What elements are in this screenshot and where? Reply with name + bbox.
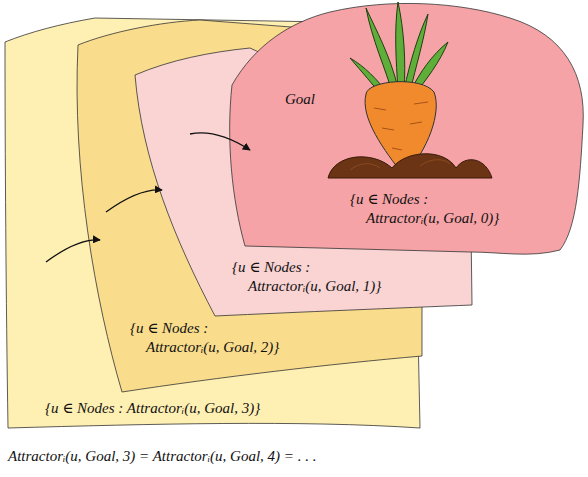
goal-region: Goal {u ∈ Nodes : Attractorᵢ(u, Goal, 0)} [205,0,588,258]
region-title: Goal [285,90,315,109]
set-label: {u ∈ Nodes : Attractorᵢ(u, Goal, 3)} [45,399,260,418]
attractor-region: {u ∈ Nodes : Attractorᵢ(u, Goal, 1)} Goal… [130,45,475,320]
set-label: {u ∈ Nodes : Attractorᵢ(u, Goal, 0)} [350,190,502,228]
fixpoint-note: Attractorᵢ(u, Goal, 3) = Attractorᵢ(u, G… [8,447,316,466]
attractor-region: {u ∈ Nodes : Attractorᵢ(u, Goal, 2)} {u ∈… [75,18,425,394]
set-label: {u ∈ Nodes : Attractorᵢ(u, Goal, 2)} [130,319,282,357]
attractor-region: {u ∈ Nodes : Attractorᵢ(u, Goal, 3)} {u ∈… [5,15,420,430]
note-holder: Attractorᵢ(u, Goal, 3) = Attractorᵢ(u, G… [8,447,316,466]
region-outline [230,3,584,254]
attractor-region-outline [5,15,420,430]
set-label: {u ∈ Nodes : Attractorᵢ(u, Goal, 1)} [232,258,384,296]
